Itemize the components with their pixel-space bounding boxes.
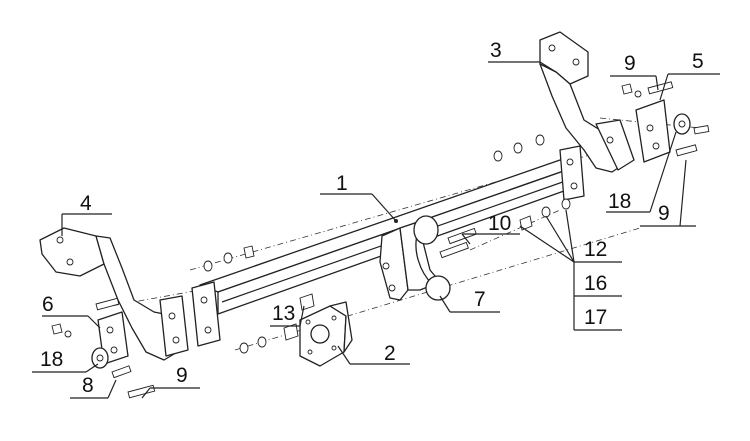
leader-lines bbox=[32, 61, 720, 399]
callout-9-right: 9 bbox=[658, 202, 670, 225]
right-link-plate-part bbox=[635, 99, 691, 163]
callout-10: 10 bbox=[488, 212, 511, 235]
left-link-plate-part bbox=[91, 311, 129, 369]
callout-9-top-right: 9 bbox=[624, 52, 636, 75]
callout-3: 3 bbox=[490, 39, 502, 62]
electrical-socket-plate-part bbox=[299, 301, 353, 367]
callout-7: 7 bbox=[474, 288, 486, 311]
right-side-bracket-part bbox=[539, 31, 635, 173]
callout-18-left: 18 bbox=[40, 348, 63, 371]
callout-17: 17 bbox=[584, 306, 607, 329]
left-side-bracket-part bbox=[39, 227, 189, 361]
callout-labels: 1 2 3 4 5 6 7 8 9 9 9 10 12 13 16 17 18 … bbox=[40, 39, 704, 397]
callout-16: 16 bbox=[584, 272, 607, 295]
callout-8: 8 bbox=[82, 374, 94, 397]
fasteners bbox=[51, 81, 710, 399]
callout-1: 1 bbox=[336, 172, 348, 195]
callout-9-bottom: 9 bbox=[176, 364, 188, 387]
callout-6: 6 bbox=[42, 293, 54, 316]
callout-2: 2 bbox=[384, 342, 396, 365]
tow-ball-bracket-part bbox=[379, 215, 451, 301]
callout-13: 13 bbox=[272, 302, 295, 325]
callout-18-right: 18 bbox=[608, 190, 631, 213]
callout-12: 12 bbox=[584, 238, 607, 261]
callout-5: 5 bbox=[692, 50, 704, 73]
callout-4: 4 bbox=[80, 192, 92, 215]
